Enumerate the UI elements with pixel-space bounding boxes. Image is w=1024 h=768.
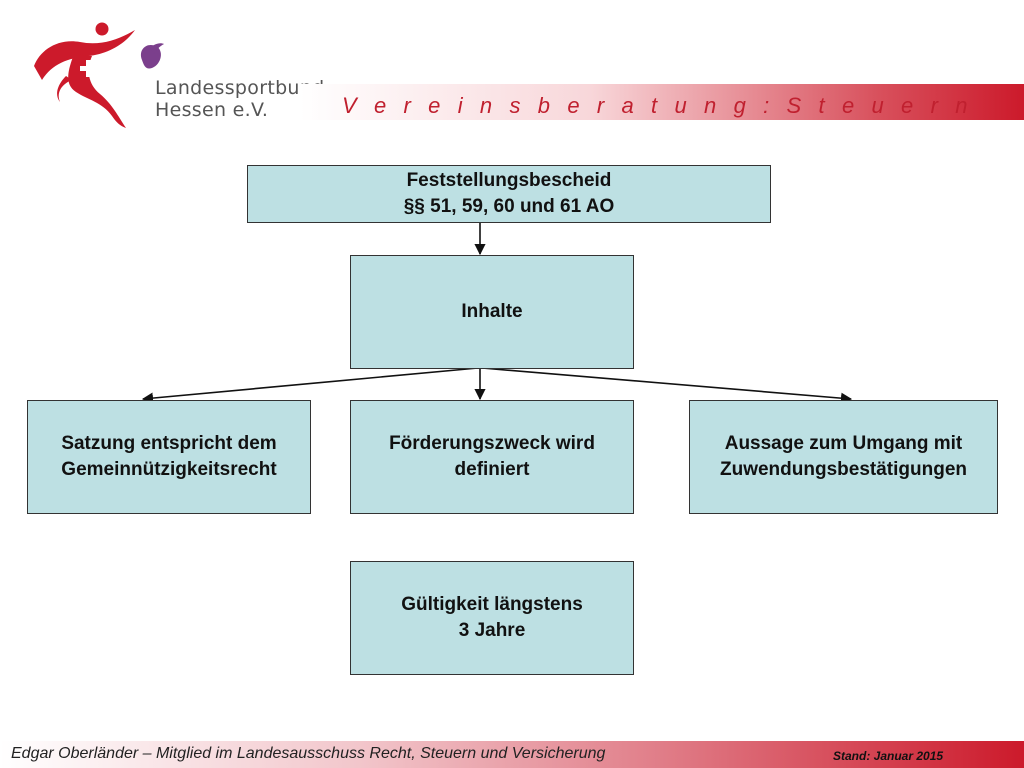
arrow-middle-to-right <box>481 367 853 404</box>
logo-text-line2: Hessen e.V. <box>155 99 269 121</box>
landessportbund-logo-icon <box>34 22 164 128</box>
gueltigkeit-label-line2: 3 Jahre <box>458 620 526 641</box>
satzung-label-line2: Gemeinnützigkeitsrecht <box>61 459 277 480</box>
satzung-label-line1: Satzung entspricht dem <box>61 433 277 455</box>
page-title: V e r e i n s b e r a t u n g : S t e u … <box>342 93 974 118</box>
footer-author: Edgar Oberländer – Mitglied im Landesaus… <box>11 745 606 762</box>
feststellungsbescheid-label: Feststellungsbescheid <box>406 170 612 192</box>
zuwendungs-label-line1: Aussage zum Umgang mit <box>724 433 963 455</box>
paragraph-reference-label: §§ 51, 59, 60 und 61 AO <box>403 196 615 217</box>
zuwendungsbestaetigungen-box: Aussage zum Umgang mit Zuwendungsbestäti… <box>689 400 998 514</box>
feststellungsbescheid-box: Feststellungsbescheid §§ 51, 59, 60 und … <box>247 165 771 223</box>
foerderungszweck-label-line1: Förderungszweck wird <box>389 433 595 455</box>
title-band <box>300 84 1024 120</box>
satzung-box: Satzung entspricht dem Gemeinnützigkeits… <box>27 400 311 514</box>
inhalte-box: Inhalte <box>350 255 634 369</box>
footer-date: Stand: Januar 2015 <box>833 749 944 763</box>
foerderungszweck-box: Förderungszweck wird definiert <box>350 400 634 514</box>
inhalte-label: Inhalte <box>461 301 523 323</box>
arrow-middle-to-left <box>141 367 479 404</box>
gueltigkeit-label-line1: Gültigkeit längstens <box>401 594 583 616</box>
footer-band <box>0 741 1024 768</box>
logo-text-line1: Landessportbund <box>155 77 325 99</box>
foerderungszweck-label-line2: definiert <box>454 459 530 480</box>
gueltigkeit-box: Gültigkeit längstens 3 Jahre <box>350 561 634 675</box>
zuwendungs-label-line2: Zuwendungsbestätigungen <box>720 459 967 480</box>
